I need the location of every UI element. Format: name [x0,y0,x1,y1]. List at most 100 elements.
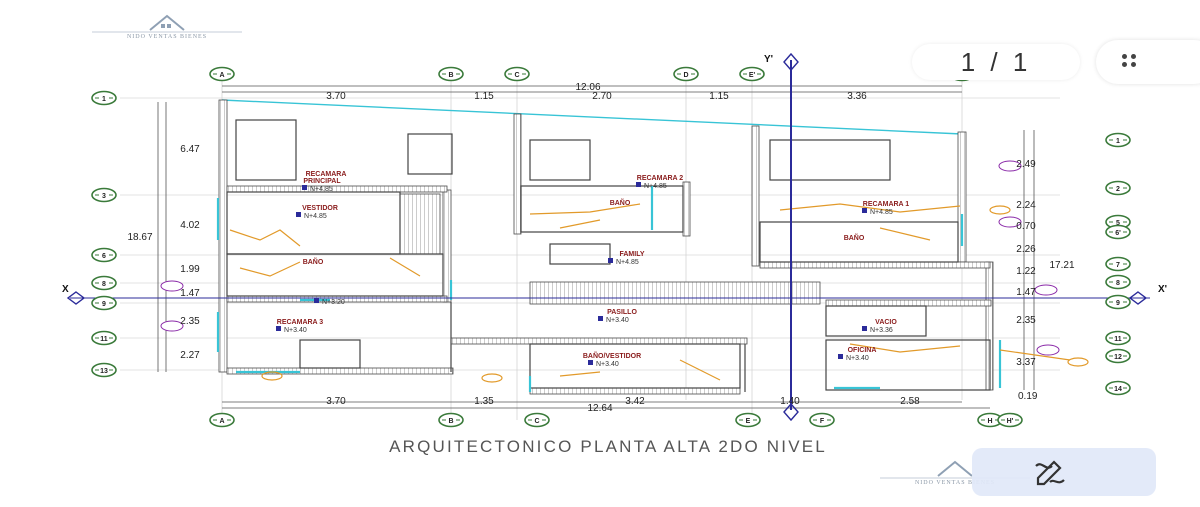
grid-bubble-right-4: 7 [1105,256,1131,272]
grid-bubble-right-1-label: 2 [1116,186,1120,193]
room-name: RECAMARA 2 [637,175,684,182]
grid-bubble-left-5-label: 11 [100,336,108,343]
grid-bubble-top-0: A [209,66,235,82]
room-name: BAÑO/VESTIDOR [583,351,641,360]
grid-bubble-right-1: 2 [1105,180,1131,196]
dim-right-segment-4: 1.22 [1016,266,1036,277]
grid-bubble-top-3-label: D [683,72,688,79]
dim-bottom-segment-3: 1.40 [780,396,800,407]
room-name: RECAMARA 3 [277,319,324,326]
grid-bubble-left-3-label: 8 [102,281,106,288]
dim-top-segment-1: 1.15 [474,91,494,102]
room-level: N+4.85 [304,213,327,220]
dim-top-segment-0: 3.70 [326,91,346,102]
grid-bubble-top-1-label: B [448,72,453,79]
grid-bubble-right-5-label: 8 [1116,280,1120,287]
dim-bottom-segment-2: 3.42 [625,396,645,407]
grid-bubble-right-7-label: 11 [1114,336,1122,343]
room-2: RECAMARA 1N+4.85 [862,201,909,216]
room-name: VESTIDOR [302,205,338,212]
more-options-button[interactable] [1096,40,1200,84]
dim-left-segment-4: 2.35 [180,316,200,327]
room-9: RECAMARA 3N+3.40 [276,319,323,334]
dim-left-segment-2: 1.99 [180,264,200,275]
room-name: PRINCIPAL [303,178,341,185]
room-5: BAÑO [610,198,631,207]
grid-bubble-bottom-0-label: A [219,418,224,425]
room-level: N+3.40 [606,317,629,324]
axis-label-x-left: X [62,284,69,295]
grid-bubble-bottom-2-label: C [534,418,539,425]
grid-bubble-bottom-6-label: H' [1007,418,1014,425]
dim-right-segment-2: 0.70 [1016,221,1036,232]
grid-bubble-left-6: 13 [91,362,117,378]
grid-bubble-bottom-3: E [735,412,761,428]
dim-left-segment-1: 4.02 [180,220,200,231]
grid-bubble-right-5: 8 [1105,274,1131,290]
room-name: RECAMARA [306,171,347,178]
dim-right-segment-0: 2.49 [1016,159,1036,170]
grid-bubble-right-7: 11 [1105,330,1131,346]
grid-bubble-top-1: B [438,66,464,82]
grid-bubble-top-3: D [673,66,699,82]
room-level: N+3.40 [596,361,619,368]
dim-top-segment-4: 3.36 [847,91,867,102]
markup-edit-icon [1035,460,1065,486]
grid-bubble-bottom-3-label: E [746,418,751,425]
plan-title: ARQUITECTONICO PLANTA ALTA 2DO NIVEL [389,437,827,456]
grid-bubble-right-2-label: 5 [1116,220,1120,227]
dim-top-overall: 12.06 [575,82,600,93]
grid-bubble-left-2-label: 6 [102,253,106,260]
grid-bubble-right-8: 12 [1105,348,1131,364]
bottom-grid-bubbles: A B C E F H H' [209,412,1023,428]
dim-left-segment-0: 6.47 [180,144,200,155]
grid-bubble-right-9: 14 [1105,380,1131,396]
room-4: BAÑO [303,257,324,266]
dim-top-segment-3: 1.15 [709,91,729,102]
grid-bubble-left-1-label: 3 [102,193,106,200]
room-name: PASILLO [607,309,637,316]
grid-bubble-right-4-label: 7 [1116,262,1120,269]
dim-left-segment-5: 2.27 [180,350,200,361]
grid-bubble-bottom-4: F [809,412,835,428]
room-level: N+3.40 [284,327,307,334]
grid-bubble-right-3: 6' [1105,224,1131,240]
dim-bottom-segment-1: 1.35 [474,396,494,407]
markup-edit-button[interactable] [972,448,1156,496]
grid-bubble-bottom-2: C [524,412,550,428]
dim-right-segment-7: 3.37 [1016,357,1036,368]
axis-markers [66,52,1148,422]
room-level: N+4.85 [870,209,893,216]
grid-bubble-top-4: E' [739,66,765,82]
dim-right-segment-1: 2.24 [1016,200,1036,211]
grid-bubble-left-0: 1 [91,90,117,106]
room-level: N+4.85 [310,186,333,193]
grid-bubble-bottom-1-label: B [448,418,453,425]
grid-bubble-top-4-label: E' [749,72,756,79]
room-1: RECAMARA 2N+4.85 [636,175,683,190]
room-8: N+3.20 [314,298,345,306]
dim-right-segment-3: 2.26 [1016,244,1036,255]
dim-right-segment-5: 1.47 [1016,287,1036,298]
room-name: BAÑO [610,198,631,207]
room-level: N+4.85 [616,259,639,266]
dim-right-segment-6: 2.35 [1016,315,1036,326]
room-name: VACIO [875,319,897,326]
grid-bubble-top-2-label: C [514,72,519,79]
dim-bottom-segment-4: 2.58 [900,396,920,407]
logo-text: NIDO VENTAS BIENES [126,34,208,40]
room-name: OFICINA [848,347,877,354]
grid-bubble-bottom-6: H' [997,412,1023,428]
grid-bubble-bottom-5-label: H [987,418,992,425]
dim-left-overall: 18.67 [127,232,152,243]
room-level: N+3.20 [322,299,345,306]
dim-top-segment-2: 2.70 [592,91,612,102]
grid-bubble-right-6-label: 9 [1116,300,1120,307]
